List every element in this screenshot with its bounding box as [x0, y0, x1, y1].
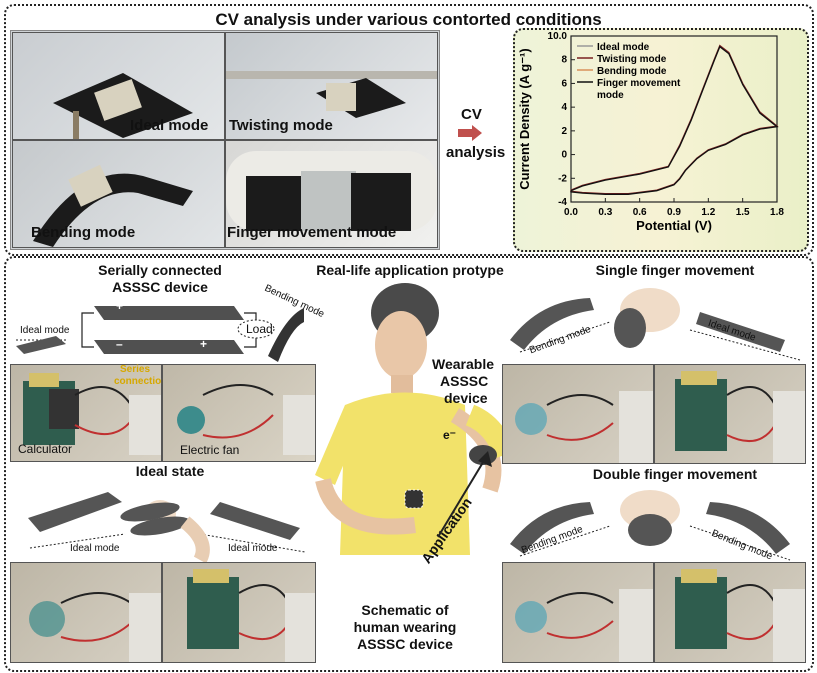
analysis-label: analysis: [446, 144, 506, 161]
photo-twisting-mode: [225, 32, 438, 140]
application-arrow-icon: [437, 451, 492, 538]
finger-device-illustration: [226, 151, 437, 231]
photo-electric-fan: [162, 364, 316, 462]
x-tick-label: 0.3: [598, 207, 612, 218]
y-tick-label: -2: [558, 173, 567, 184]
legend-label: Twisting mode: [597, 54, 667, 65]
ideal-state-diagram: [28, 492, 306, 562]
single-finger-diagram: [510, 288, 801, 361]
photo-finger-movement-mode: [225, 140, 438, 248]
wearable-line3: device: [444, 390, 488, 406]
schematic-line3: ASSSC device: [357, 636, 453, 652]
ideal-calculator-illustration: [187, 569, 315, 662]
cv-series-line: [570, 45, 779, 195]
photo-double-fan: [502, 562, 654, 663]
caption-bending-mode: Bending mode: [31, 224, 136, 241]
wearable-line1: Wearable: [432, 356, 494, 372]
caption-twisting-mode: Twisting mode: [229, 117, 333, 134]
ideal-state-right-label: Ideal mode: [228, 543, 278, 554]
single-calculator-illustration: [675, 371, 805, 463]
double-fan-illustration: [515, 589, 653, 662]
plus-sign-top: +: [116, 299, 124, 313]
serial-title-line2: ASSSC device: [112, 279, 208, 295]
ideal-state-title: Ideal state: [135, 463, 205, 479]
caption-ideal-mode: Ideal mode: [130, 117, 209, 134]
calculator-illustration: [23, 373, 161, 455]
double-finger-diagram: [510, 490, 791, 561]
y-tick-label: 2: [561, 126, 567, 137]
photo-ideal-mode: [12, 32, 225, 140]
photo-calculator: [10, 364, 162, 462]
electric-fan-illustration: [177, 384, 315, 455]
top-title: CV analysis under various contorted cond…: [215, 10, 602, 29]
x-tick-label: 0.0: [564, 207, 578, 218]
y-tick-label: 10.0: [548, 31, 568, 42]
legend-label: Bending mode: [597, 66, 667, 77]
serial-title-line1: Serially connected: [98, 262, 222, 278]
photo-double-calculator: [654, 562, 806, 663]
minus-sign-bottom: –: [116, 337, 123, 351]
ideal-device-illustration: [53, 73, 193, 139]
x-tick-label: 0.6: [633, 207, 647, 218]
y-tick-label: 0: [561, 150, 567, 161]
y-tick-label: 8: [561, 55, 567, 66]
ideal-state-left-label: Ideal mode: [70, 543, 120, 554]
y-tick-label: -4: [558, 197, 567, 208]
x-tick-label: 1.5: [736, 207, 750, 218]
cv-chart: 0.0 0.3 0.6 0.9 1.2 1.5 1.8 -4 -2 0 2 4 6 8 10.0Potent…: [517, 31, 784, 233]
wearable-line2: ASSSC: [440, 373, 489, 389]
legend-label: mode: [597, 90, 624, 101]
cv-label: CV: [461, 106, 482, 123]
series-connection-line1: Series: [120, 364, 151, 375]
plus-sign-bottom: +: [200, 337, 208, 351]
y-tick-label: 6: [561, 78, 567, 89]
photo-ideal-calculator: [162, 562, 316, 663]
cv-arrow-icon: [458, 125, 482, 141]
single-finger-title: Single finger movement: [595, 262, 755, 278]
legend-label: Ideal mode: [597, 42, 650, 53]
legend-label: Finger movement: [597, 78, 681, 89]
chart-panel: [513, 28, 809, 252]
photo-bending-mode: [12, 140, 225, 248]
calculator-label: Calculator: [18, 442, 73, 456]
caption-finger-movement-mode: Finger movement mode: [227, 224, 397, 241]
load-label: Load: [246, 322, 273, 336]
twisting-device-illustration: [226, 71, 437, 118]
schematic-line1: Schematic of: [361, 602, 449, 618]
x-tick-label: 1.8: [770, 207, 784, 218]
electron-label: e⁻: [443, 428, 457, 442]
double-calculator-illustration: [675, 569, 805, 662]
photo-single-fan: [502, 364, 654, 464]
schematic-line2: human wearing: [353, 619, 457, 635]
single-fan-illustration: [515, 391, 653, 463]
electric-fan-label: Electric fan: [180, 443, 240, 457]
center-title: Real-life application protype: [316, 262, 504, 278]
x-tick-label: 1.2: [701, 207, 715, 218]
ideal-fan-illustration: [29, 592, 161, 662]
series-connection-line2: connection: [114, 376, 168, 387]
photo-ideal-fan: [10, 562, 162, 663]
human-figure: [315, 283, 505, 555]
photo-single-calculator: [654, 364, 806, 464]
y-tick-label: 4: [561, 102, 567, 113]
serial-circuit-diagram: [16, 306, 304, 362]
left-ideal-mode-label: Ideal mode: [20, 325, 70, 336]
x-axis-label: Potential (V): [636, 218, 712, 233]
x-tick-label: 0.9: [667, 207, 681, 218]
y-axis-label: Current Density (A g⁻¹): [517, 48, 532, 189]
bending-device-illustration: [33, 164, 193, 247]
double-finger-title: Double finger movement: [592, 466, 758, 482]
